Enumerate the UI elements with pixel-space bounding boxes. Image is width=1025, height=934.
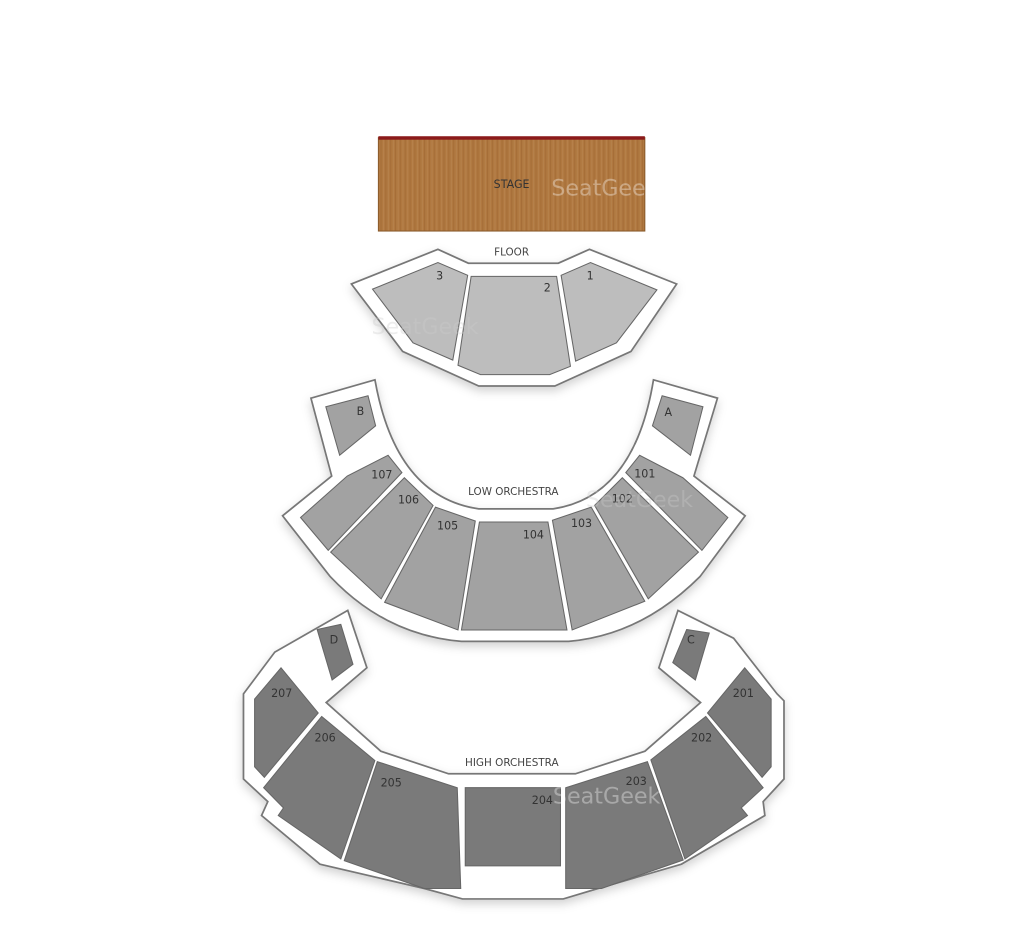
section-label: B: [357, 405, 365, 418]
section-label: 206: [315, 731, 336, 744]
section-label: 101: [634, 467, 655, 480]
section-label: 1: [587, 269, 594, 282]
section-207[interactable]: [254, 666, 319, 779]
section-label: 2: [544, 282, 551, 295]
section-A[interactable]: [651, 395, 704, 457]
section-label: 204: [532, 794, 553, 807]
section-205[interactable]: [343, 760, 462, 890]
section-B[interactable]: [325, 395, 377, 457]
section-C[interactable]: [672, 628, 710, 681]
watermark: SeatGeek: [551, 176, 658, 202]
watermark: SeatGeek: [371, 314, 478, 340]
section-1[interactable]: [560, 261, 658, 362]
stage: STAGE SeatGeek: [377, 136, 659, 232]
low-orchestra-label: LOW ORCHESTRA: [468, 486, 559, 498]
section-103[interactable]: [551, 506, 646, 631]
section-label: 107: [371, 468, 392, 481]
section-label: 3: [436, 269, 443, 282]
section-106[interactable]: [329, 477, 434, 600]
section-204[interactable]: [464, 787, 562, 867]
section-label: D: [330, 633, 339, 646]
section-D[interactable]: [316, 623, 354, 681]
section-104[interactable]: [460, 521, 568, 631]
section-label: 104: [523, 528, 544, 541]
section-101[interactable]: [625, 454, 729, 552]
section-label: 207: [271, 687, 292, 700]
section-label: A: [665, 406, 673, 419]
section-107[interactable]: [299, 454, 403, 552]
section-2[interactable]: [457, 275, 572, 376]
floor-label: FLOOR: [494, 246, 529, 258]
section-105[interactable]: [383, 506, 476, 631]
stage-label: STAGE: [494, 178, 530, 191]
section-label: C: [687, 633, 695, 646]
section-label: 106: [398, 494, 419, 507]
watermark: SeatGeek: [553, 783, 661, 809]
section-label: 201: [733, 687, 754, 700]
section-202[interactable]: [650, 715, 764, 860]
section-label: 202: [691, 731, 712, 744]
section-label: 102: [612, 493, 633, 506]
section-3[interactable]: [371, 261, 469, 361]
section-label: 103: [571, 517, 592, 530]
high-orchestra-label: HIGH ORCHESTRA: [465, 757, 559, 769]
section-label: 205: [381, 777, 402, 790]
watermark: SeatGeek: [586, 487, 693, 513]
section-label: 203: [626, 775, 647, 788]
section-201[interactable]: [706, 666, 772, 779]
section-203[interactable]: [565, 760, 684, 890]
section-102[interactable]: [594, 477, 700, 600]
section-206[interactable]: [262, 715, 376, 860]
section-label: 105: [437, 519, 458, 532]
